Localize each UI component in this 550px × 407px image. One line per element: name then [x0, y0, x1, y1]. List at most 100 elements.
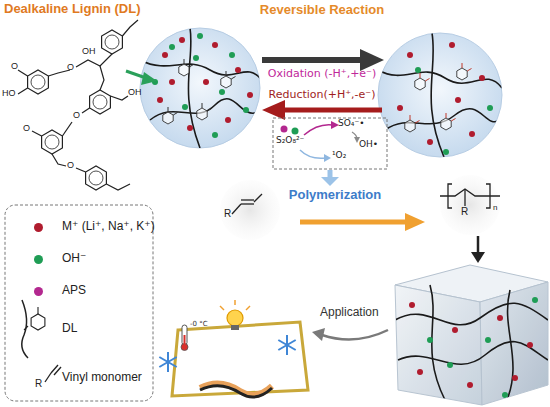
annotation-label: ¹O₂ [332, 151, 346, 161]
chemical-bond [48, 70, 70, 76]
hydrogel-cube [480, 282, 548, 405]
benzene-ring [42, 130, 63, 154]
sensor-circuit [159, 300, 308, 397]
aromatic-ring [93, 95, 107, 109]
vinyl-monomer [241, 199, 254, 200]
annotation-label: Dealkaline Lignin (DL) [4, 2, 141, 16]
ion-dot [502, 392, 508, 398]
chemical-bond [62, 122, 72, 136]
thermometer [181, 325, 188, 351]
polymerization-arrow [300, 220, 408, 225]
catechol-ring [221, 76, 231, 88]
persulfate-box [324, 154, 331, 162]
lignin-chain [398, 342, 548, 365]
quinone-ring [405, 120, 415, 132]
annotation-label: -0 °C [190, 321, 208, 329]
annotation-label: Reduction(+H⁺,-e⁻) [269, 89, 376, 101]
vinyl-monomer [254, 194, 262, 202]
ion-dot [212, 132, 218, 138]
oxidation-arrow [262, 57, 362, 63]
ion-dot [449, 42, 455, 48]
ion-dot [225, 117, 231, 123]
benzene-ring [28, 70, 49, 94]
chemical-bond [76, 168, 86, 172]
ion-dot [417, 369, 423, 375]
thermometer [184, 335, 186, 345]
ion-dot [397, 105, 403, 111]
ion-dot [235, 67, 241, 73]
quinone-ring [425, 79, 429, 82]
reduction-arrow [262, 100, 285, 120]
light-bulb [234, 300, 236, 305]
snowflake [159, 352, 176, 372]
quinone-ring [451, 119, 455, 122]
ion-dot [532, 297, 538, 303]
thermometer [182, 325, 187, 345]
polymerization-arrow [300, 213, 425, 231]
catechol-ring [179, 59, 194, 76]
snowflake [278, 340, 295, 350]
lignin-chain [430, 285, 445, 400]
legend-swatch [34, 287, 43, 296]
ion-dot [479, 75, 485, 81]
light-bulb [231, 325, 239, 330]
atom-label: O [23, 124, 30, 134]
ion-dot [409, 302, 415, 308]
persulfate-box [304, 125, 333, 135]
ion-dot [487, 105, 493, 111]
gel-network [395, 285, 548, 405]
catechol-ring [197, 103, 212, 120]
quinone-ring [457, 68, 467, 80]
ion-dot [229, 52, 235, 58]
legend-box [5, 205, 153, 401]
application-arrow [322, 330, 388, 339]
lignin-chain [378, 70, 502, 88]
solution-contents [378, 33, 502, 157]
ion-dot [162, 52, 168, 58]
ion-dot [447, 362, 453, 368]
ion-dot [169, 79, 175, 85]
quinone-ring [420, 73, 421, 78]
snowflake [278, 340, 295, 350]
persulfate-box [292, 128, 299, 135]
polymerization-arrow [405, 213, 425, 231]
quinone-ring [457, 63, 472, 80]
atom-label: O [67, 161, 74, 171]
ion-dot [157, 97, 163, 103]
ion-dot [527, 342, 533, 348]
legend-vinyl-symbol [54, 367, 61, 375]
ion-dot [455, 97, 461, 103]
flow-arrow [328, 170, 333, 178]
catechol-ring [168, 107, 169, 112]
atom-label: O [73, 111, 80, 121]
legend-dl-symbol [37, 307, 38, 314]
ion-dot [197, 33, 203, 39]
atom-label: O [11, 62, 18, 72]
lignin-chain [385, 109, 500, 130]
flow-arrow [471, 252, 485, 263]
ion-dot [169, 44, 175, 50]
flow-arrow [321, 177, 339, 186]
polymer-structure [464, 189, 465, 206]
polymer-structure [440, 175, 500, 235]
lignin-chain [505, 290, 513, 405]
annotation-label: S₂O₈²⁻ [276, 136, 304, 146]
ion-dot [512, 375, 518, 381]
catechol-ring [197, 108, 207, 120]
reduction-arrow [282, 108, 382, 113]
legend-label: M⁺ (Li⁺, Na⁺, K⁺) [62, 220, 155, 233]
legend-label: OH⁻ [62, 252, 86, 265]
ion-dot [193, 55, 199, 61]
atom-label: HO [2, 89, 16, 99]
light-bulb [227, 310, 243, 326]
ion-dot [497, 315, 503, 321]
catechol-ring [173, 113, 177, 116]
ion-dot [247, 92, 253, 98]
atom-label: O [67, 63, 74, 73]
sensor-circuit [172, 322, 308, 396]
vinyl-monomer [232, 204, 241, 214]
polymer-structure [448, 184, 452, 208]
annotation-label: R [461, 206, 468, 217]
lignin-chain [140, 60, 262, 80]
